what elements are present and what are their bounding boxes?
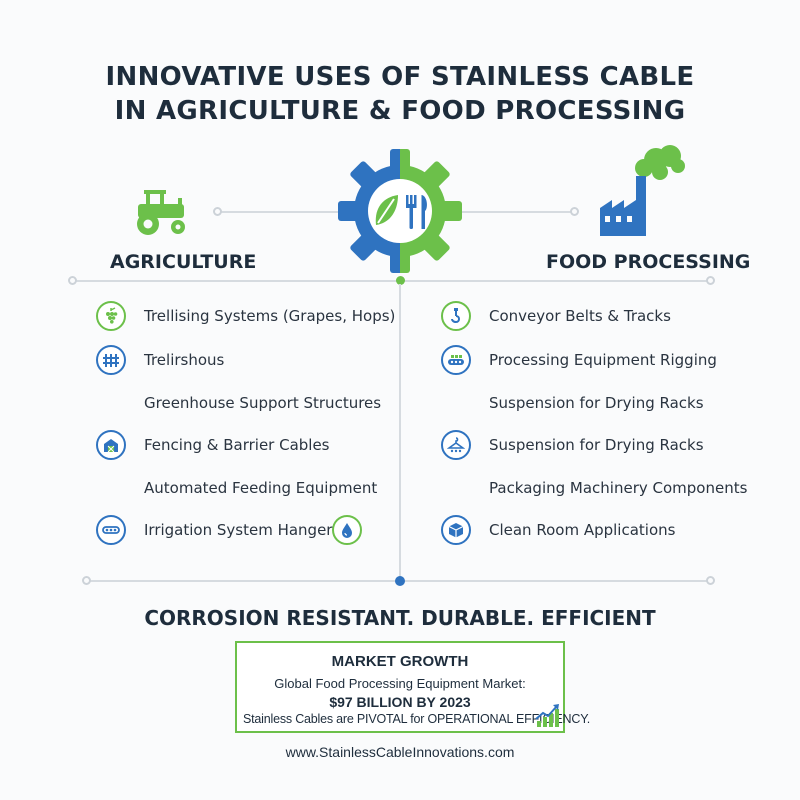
- agriculture-item: Trelirshous: [144, 351, 225, 369]
- connector-dot: [82, 576, 91, 585]
- connector-dot: [570, 207, 579, 216]
- agriculture-item: Trellising Systems (Grapes, Hops): [144, 307, 396, 325]
- tagline: CORROSION RESISTANT. DURABLE. EFFICIENT: [144, 606, 656, 630]
- fence-icon: [96, 345, 126, 375]
- hanger-icon: [441, 430, 471, 460]
- connector-dot: [706, 576, 715, 585]
- agriculture-label: AGRICULTURE: [110, 251, 257, 273]
- gear-icon: [338, 149, 462, 273]
- food-processing-item: Conveyor Belts & Tracks: [489, 307, 671, 325]
- agriculture-item: Irrigation System Hangers: [144, 521, 341, 539]
- conveyor-icon: [441, 345, 471, 375]
- food-processing-item: Suspension for Drying Racks: [489, 436, 704, 454]
- market-title: MARKET GROWTH: [331, 653, 469, 670]
- factory-icon: [600, 145, 685, 236]
- water-drop-icon: [332, 515, 362, 545]
- agriculture-item: Automated Feeding Equipment: [144, 479, 378, 497]
- title-line-1: INNOVATIVE USES OF STAINLESS CABLE: [105, 62, 695, 92]
- food-processing-item: Packaging Machinery Components: [489, 479, 748, 497]
- market-line-3: Stainless Cables are PIVOTAL for OPERATI…: [243, 712, 591, 726]
- agriculture-item: Greenhouse Support Structures: [144, 394, 382, 412]
- header-divider: [72, 280, 708, 282]
- market-growth-box: MARKET GROWTH Global Food Processing Equ…: [235, 641, 590, 733]
- page-title: INNOVATIVE USES OF STAINLESS CABLE IN AG…: [0, 60, 800, 128]
- market-line-1: Global Food Processing Equipment Market:: [274, 676, 526, 691]
- growth-chart-icon: [535, 704, 559, 727]
- grape-icon: [96, 301, 126, 331]
- connector-dot: [68, 276, 77, 285]
- center-divider: [399, 284, 401, 580]
- conveyor-icon: [96, 515, 126, 545]
- food-processing-item: Processing Equipment Rigging: [489, 351, 717, 369]
- connector-dot-green: [396, 276, 405, 285]
- food-processing-label: FOOD PROCESSING: [546, 251, 751, 273]
- connector-dot-blue: [395, 576, 405, 586]
- agriculture-item: Fencing & Barrier Cables: [144, 436, 330, 454]
- connector-dot: [706, 276, 715, 285]
- food-processing-item: Suspension for Drying Racks: [489, 394, 704, 412]
- title-line-2: IN AGRICULTURE & FOOD PROCESSING: [114, 96, 686, 126]
- market-line-2: $97 BILLION BY 2023: [329, 694, 471, 710]
- box-icon: [441, 515, 471, 545]
- food-processing-item: Clean Room Applications: [489, 521, 676, 539]
- tractor-icon: [137, 190, 185, 235]
- hook-icon: [441, 301, 471, 331]
- barn-icon: [96, 430, 126, 460]
- connector-left-top: [218, 211, 338, 213]
- footer-url[interactable]: www.StainlessCableInnovations.com: [285, 744, 515, 760]
- connector-dot: [213, 207, 222, 216]
- connector-right-top: [462, 211, 574, 213]
